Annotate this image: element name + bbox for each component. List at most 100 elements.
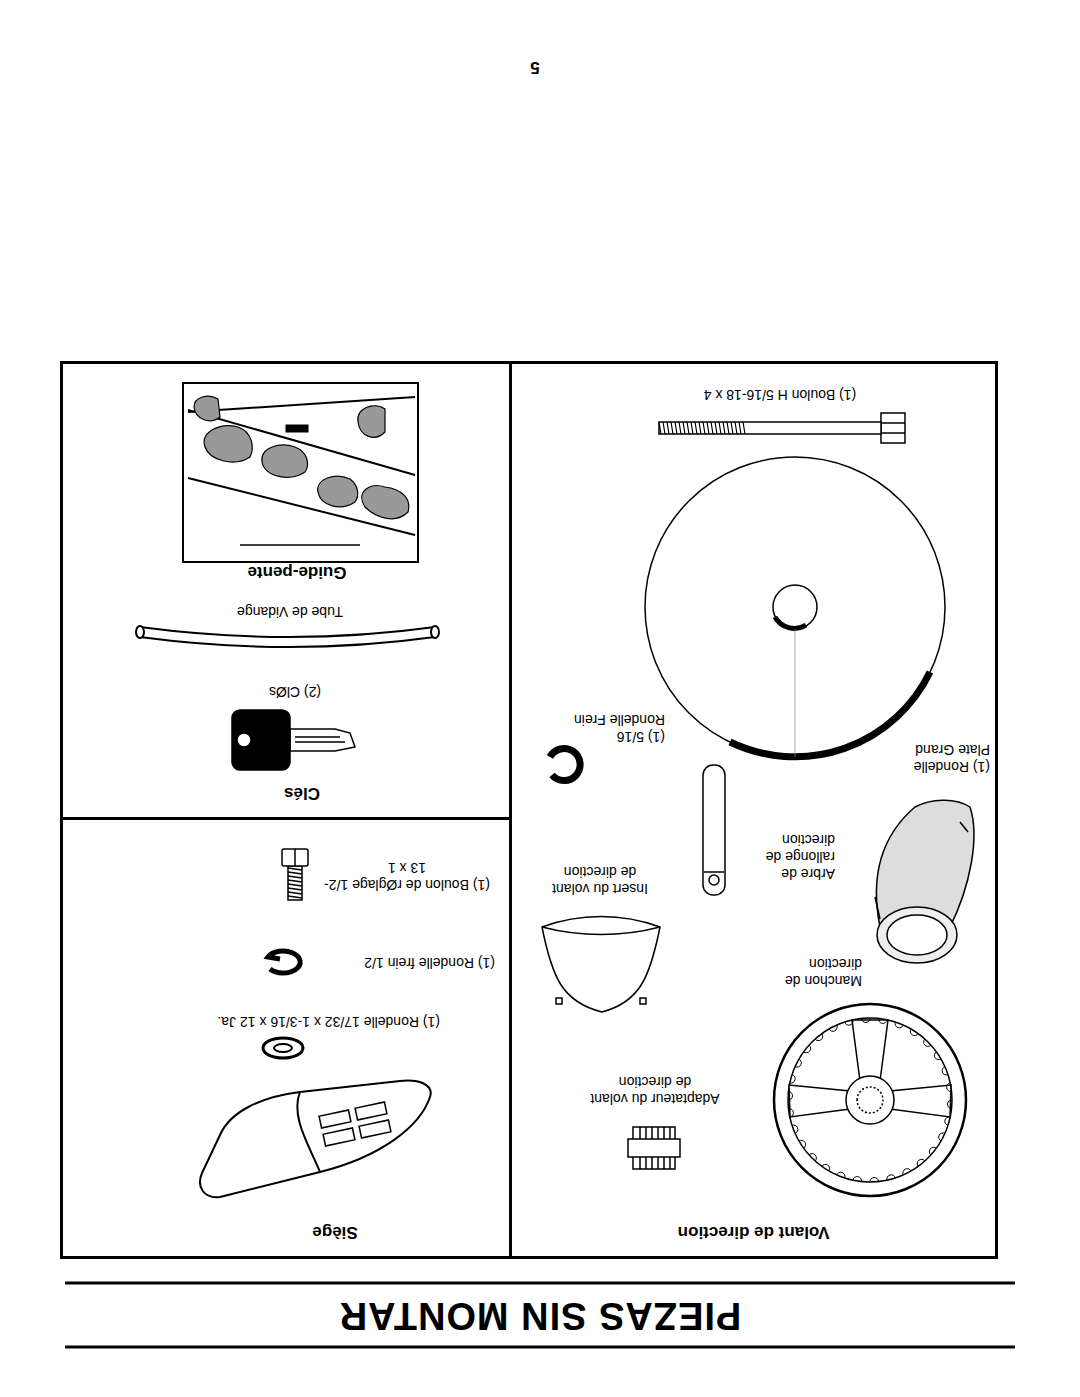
flat-washer [773,585,817,629]
flat-washer [645,457,945,757]
panel-heading: Siège [295,1222,375,1242]
steering-wheel [910,1029,918,1036]
slope-guide [183,383,418,562]
adjust-bolt [288,866,302,900]
hex-bolt [881,413,905,443]
key [237,733,251,747]
steering-wheel [809,1154,816,1161]
steering-sleeve [877,907,957,963]
key [295,737,345,742]
slope-guide [194,396,409,519]
flat-washer [645,457,945,757]
steering-wheel [929,1147,936,1155]
steering-wheel [804,1045,811,1053]
title-rule [65,1346,1015,1349]
drain-tube [140,637,435,647]
hex-bolt [881,422,905,424]
seat [319,1102,391,1146]
panel-heading: Volant de direction [512,1222,995,1242]
steering-wheel [822,1164,830,1171]
flat-washer [775,617,806,628]
parts-panel: Volant de direction [509,361,998,1259]
steering-wheel [947,1100,952,1109]
drain-tube [431,626,439,638]
seat [355,1102,387,1120]
slope-guide [188,478,415,535]
part-label: (1) Rondelle 17/32 x 1-3/16 x 12 Ja. [140,1013,440,1030]
steering-wheel [837,1172,845,1178]
part-label: (1) 5/16 Rondelle Frein [565,711,665,745]
slope-guide [358,406,385,437]
steering-wheel [939,1133,945,1141]
steering-sleeve [875,822,968,919]
slope-guide [262,445,308,477]
seat [200,1081,431,1198]
part-label: Tube de Vidange [200,603,380,620]
hex-bolt [659,413,905,443]
extension-shaft [703,765,725,895]
steering-wheel [774,1004,966,1196]
drain-tube [136,626,144,638]
flat-washer [795,629,796,757]
steering-sleeve [875,800,974,963]
steering-wheel [934,1052,941,1060]
seat [359,1120,391,1138]
slope-guide [183,383,418,562]
page-title: PIEZAS SIN MONTAR [0,1294,1080,1337]
flat-washer [730,672,930,757]
steering-wheel [792,1125,798,1133]
steering-wheel [861,1018,870,1023]
slope-guide [362,486,409,519]
steering-wheel [942,1067,948,1075]
adjust-bolt [282,849,308,866]
slope-guide [240,544,360,546]
steering-wheel [790,1075,795,1083]
slope-guide [286,425,308,432]
hex-bolt [659,422,745,434]
extension-shaft [704,871,724,873]
lock-washer [550,749,580,781]
adjust-bolt [282,849,308,900]
hex-bolt [881,432,905,434]
wheel-insert [640,998,646,1004]
title-rule [65,1282,1015,1285]
drain-tube [136,626,439,647]
seat [200,1081,431,1198]
steering-wheel [788,1018,952,1182]
wheel-insert [556,998,562,1004]
steering-wheel [887,1175,895,1180]
wheel-adapter [640,1127,670,1169]
washer [263,1038,303,1058]
steering-wheel [789,1085,850,1117]
extension-shaft [709,875,719,885]
slope-guide [318,476,358,507]
steering-sleeve [887,915,947,955]
steering-wheel [890,1085,951,1117]
lock-washer [550,749,580,781]
steering-wheel [815,1034,823,1041]
seat [297,1092,320,1172]
steering-wheel [924,1039,931,1046]
steering-wheel [903,1169,911,1175]
steering-wheel [853,1177,862,1182]
part-label: (1) Rondelle frein 1/2 [325,954,495,971]
key [290,729,355,751]
page-number: 5 [510,57,560,77]
wheel-adapter [628,1139,680,1157]
wheel-insert [542,927,660,935]
wheel-insert [542,917,660,1013]
washer [274,1044,292,1052]
steering-wheel [945,1117,950,1125]
steering-wheel [845,1020,853,1025]
parts-panel: ClésGuide-pente [60,361,512,820]
extension-shaft [703,765,725,895]
steering-wheel [846,1076,894,1124]
part-label: (1) Boulon de rØglage 1/2-13 x 1 [322,859,492,893]
part-label: Insert du volant de direction [550,863,650,897]
lock-washer-half [268,951,300,973]
part-label: Adaptateur du volant de direction [585,1073,725,1107]
steering-wheel [788,1109,793,1118]
seat [319,1110,351,1128]
